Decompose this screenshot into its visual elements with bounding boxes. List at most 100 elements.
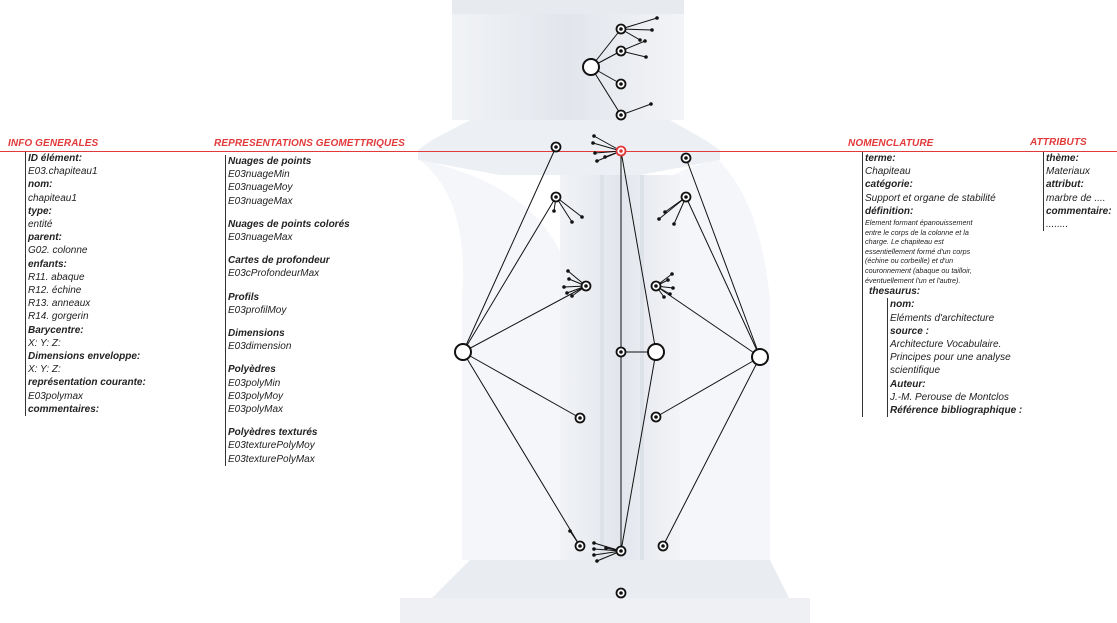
graph-node-small [657,540,669,552]
graph-leaf [566,269,570,273]
base-shape [430,560,790,600]
rep-group: Nuages de points colorés E03nuageMax [228,218,350,244]
graph-node-small [615,545,627,557]
rep-group: Nuages de points E03nuageMin E03nuageMoy… [228,155,350,208]
enfant-item: R13. anneaux [28,298,91,310]
nom-value: chapiteau1 [28,192,77,204]
graph-edge [620,351,657,552]
representation-label: représentation courante: [28,377,146,389]
thesaurus-nom-label: nom: [890,299,915,311]
barycentre-label: Barycentre: [28,324,84,336]
graph-edge [685,157,761,358]
graph-node-small [550,141,562,153]
rep-item: E03texturePolyMax [228,453,315,465]
rep-group-title: Polyèdres [228,364,276,376]
graph-edge [590,66,622,116]
definition-line: éventuellement l'un et l'autre). [865,275,961,285]
graph-node-small [680,152,692,164]
graph-node-small [615,45,627,57]
barycentre-value: X: Y: Z: [28,337,61,349]
type-value: entité [28,219,53,231]
definition-line: essentiellement formé d'un corps [865,246,971,256]
graph-edge [462,351,581,547]
rep-item: E03cProfondeurMax [228,268,320,280]
terme-label: terme: [865,153,896,164]
graph-node-small [680,191,692,203]
rep-group: Polyèdres texturés E03texturePolyMoy E03… [228,426,350,466]
rep-item: E03nuageMax [228,232,293,244]
parent-value: G02. colonne [28,245,88,257]
auteur-value: J.-M. Perouse de Montclos [890,391,1009,403]
graph-node-small [615,78,627,90]
definition-line: couronnement (abaque ou tailloir, [865,265,972,275]
graph-leaf [592,134,596,138]
graph-leaf [604,546,608,550]
rep-group-title: Nuages de points [228,156,312,167]
graph-edge [462,146,557,353]
graph-leaf [662,295,666,299]
rep-item: E03nuageMin [228,169,290,181]
graph-leaf [568,529,572,533]
definition-label: définition: [865,205,914,217]
graph-node-small [615,145,627,157]
source-line: Architecture Vocabulaire. [890,338,1002,350]
graph-edge [620,150,657,353]
rep-group: Polyèdres E03polyMin E03polyMoy E03polyM… [228,363,350,416]
representation-value: E03polymax [28,390,84,402]
commentaire-value: ........ [1046,219,1069,231]
rep-item: E03polyMin [228,377,281,389]
graph-edge [655,285,761,358]
graph-leaf [580,215,584,219]
nomenclature-panel: terme: Chapiteau catégorie: Support et o… [862,152,1035,418]
rep-item: E03nuageMoy [228,182,293,194]
commentaires-label: commentaires: [28,403,100,415]
graph-edge [462,351,581,419]
graph-leaf [666,278,670,282]
enfant-item: R11. abaque [28,271,85,283]
rep-item: E03profilMoy [228,304,287,316]
rep-group-title: Polyèdres texturés [228,427,318,439]
graph-leaf [592,547,596,551]
graph-leaf [595,159,599,163]
main-shaft [560,175,680,575]
definition-line: (échine ou corbeille) et d'un [865,256,954,266]
graph-node-large [582,58,600,76]
attribut-value: marbre de .... [1046,192,1106,204]
rep-item: E03texturePolyMoy [228,440,315,452]
graph-leaf [649,102,653,106]
attributs-panel: thème: Materiaux attribut: marbre de ...… [1043,152,1112,232]
rep-group-title: Dimensions [228,328,285,340]
graph-leaf [643,39,647,43]
rep-group-title: Profils [228,291,260,303]
graph-leaf [671,286,675,290]
graph-node-small [574,540,586,552]
thesaurus-block: nom: Eléments d'architecture source : Ar… [887,298,1035,418]
graph-node-small [550,191,562,203]
graph-node-small [574,412,586,424]
capital-shape [418,120,720,175]
graph-leaf [663,210,667,214]
graph-leaf [592,541,596,545]
nom-label: nom: [28,179,53,191]
terme-value: Chapiteau [865,166,911,178]
graph-leaf [570,220,574,224]
header-attributs: ATTRIBUTS [1030,137,1087,148]
graph-leaf [592,553,596,557]
dimensions-label: Dimensions enveloppe: [28,351,141,363]
graph-node-small [650,280,662,292]
graph-edge [462,196,557,353]
graph-leaf [670,272,674,276]
theme-value: Materiaux [1046,166,1090,178]
commentaire-label: commentaire: [1046,205,1112,217]
graph-leaf [593,151,597,155]
rep-item: E03dimension [228,341,292,353]
dimensions-value: X: Y: Z: [28,364,61,376]
header-nomenclature: NOMENCLATURE [848,138,934,149]
rep-group: Dimensions E03dimension [228,327,350,353]
graph-node-small [615,109,627,121]
parent-label: parent: [28,232,62,244]
graph-leaf [567,277,571,281]
source-line: scientifique [890,365,941,377]
